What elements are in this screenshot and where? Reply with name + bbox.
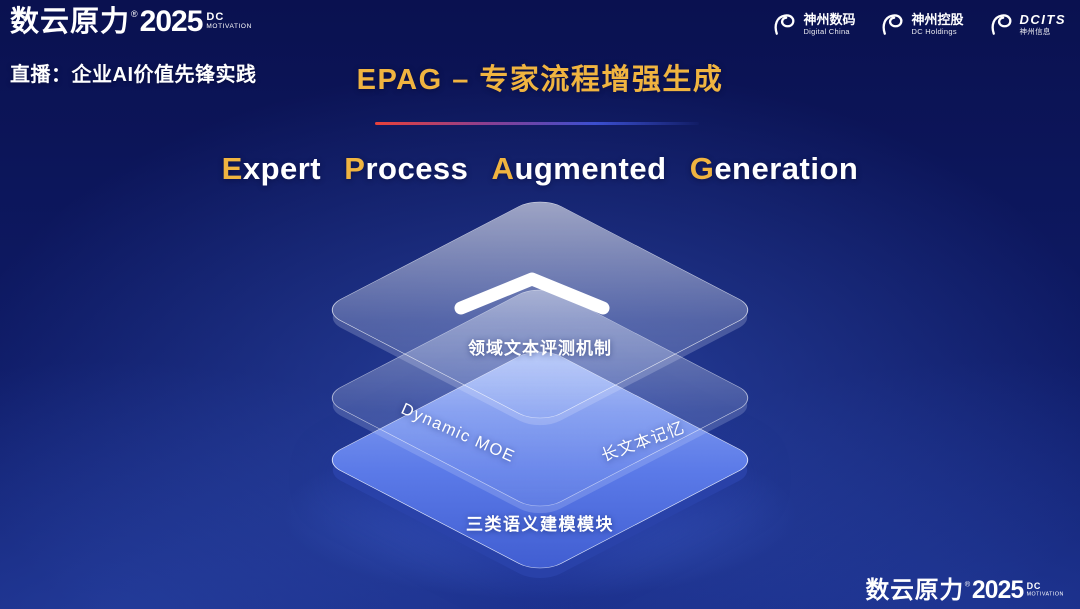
subtitle-word-initial: E [221, 151, 243, 186]
brand-year: 2025 [139, 5, 204, 38]
partner-text: DCITS 神州信息 [1019, 12, 1067, 37]
partner-subtitle: DC Holdings [911, 27, 957, 37]
brand-dc-motivation: DC MOTIVATION [1027, 582, 1064, 598]
subtitle-word: Process [344, 151, 468, 187]
partner-name: 神州控股 [911, 12, 964, 28]
registered-mark-icon: ® [964, 580, 971, 589]
brand-logo-bottom: 数云原力 ® 2025 DC MOTIVATION [865, 576, 1064, 604]
registered-mark-icon: ® [131, 9, 138, 19]
layer-bottom-label: 三类语义建模模块 [466, 515, 614, 534]
brand-name: 数云原力 [865, 577, 965, 604]
partner-subtitle: 神州信息 [1019, 27, 1051, 37]
brand-dc: DC [1026, 581, 1042, 592]
page-title: EPAG – 专家流程增强生成 [356, 64, 724, 96]
partner-name: DCITS [1019, 12, 1066, 28]
layer-top-label: 领域文本评测机制 [468, 339, 612, 358]
swoosh-icon [991, 14, 1011, 35]
partner-text: 神州数码 Digital China [803, 12, 856, 37]
subtitle-word-initial: A [491, 151, 515, 186]
chevron-up-icon [454, 272, 610, 315]
partner-logos: 神州数码 Digital China 神州控股 DC Holdings DCIT… [771, 12, 1066, 38]
subtitle-word-rest: ugmented [514, 151, 667, 186]
subtitle-word-rest: rocess [365, 151, 469, 186]
subtitle: Expert Process Augmented Generation [0, 151, 1080, 187]
subtitle-word: Generation [690, 151, 859, 187]
brand-year: 2025 [971, 576, 1024, 604]
partner-subtitle: Digital China [803, 27, 850, 37]
swoosh-icon [883, 14, 903, 35]
swoosh-icon [775, 14, 795, 35]
brand-motivation: MOTIVATION [1026, 591, 1064, 598]
brand-logo-top: 数云原力 ® 2025 DC MOTIVATION [10, 5, 252, 38]
subtitle-word-rest: eneration [714, 151, 859, 186]
title-divider [375, 122, 699, 125]
brand-dc: DC [206, 11, 225, 23]
subtitle-word-initial: G [689, 151, 715, 186]
partner-dcits: DCITS 神州信息 [988, 12, 1067, 38]
subtitle-word: Expert [222, 151, 322, 187]
subtitle-word-initial: P [344, 151, 366, 186]
partner-digital-china: 神州数码 Digital China [771, 12, 855, 38]
brand-name: 数云原力 [10, 6, 131, 38]
partner-name: 神州数码 [803, 12, 856, 28]
subtitle-word-rest: xpert [242, 151, 322, 186]
live-banner: 直播：企业AI价值先锋实践 [10, 64, 257, 86]
brand-motivation: MOTIVATION [206, 23, 252, 31]
brand-dc-motivation: DC MOTIVATION [206, 11, 251, 30]
subtitle-word: Augmented [492, 151, 667, 187]
partner-dc-holdings: 神州控股 DC Holdings [879, 12, 964, 38]
partner-text: 神州控股 DC Holdings [911, 12, 964, 37]
